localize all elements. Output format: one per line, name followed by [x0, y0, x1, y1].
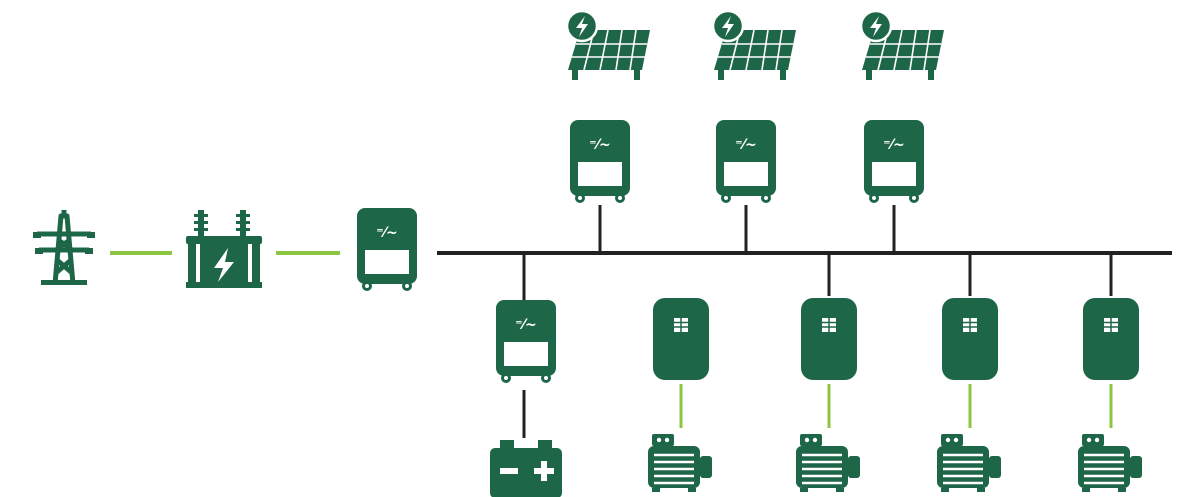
solar-panel-icon: [565, 9, 652, 82]
drive-2-icon: [800, 297, 858, 381]
motor-3-icon: [935, 432, 1003, 494]
battery-converter-icon: [496, 300, 556, 383]
pv-converter-2-icon: [716, 120, 776, 203]
transmission-tower-icon: [33, 210, 95, 285]
pv-converter-3-icon: [864, 120, 924, 203]
grid-converter-icon: [357, 208, 417, 291]
motor-1-icon: [646, 432, 714, 494]
solar-panel-icon: [859, 9, 946, 82]
motor-2-icon: [794, 432, 862, 494]
transformer-icon: [186, 210, 262, 288]
drive-1-icon: [652, 297, 710, 381]
pv-converter-1-icon: [570, 120, 630, 203]
motor-4-icon: [1076, 432, 1144, 494]
drive-3-icon: [941, 297, 999, 381]
solar-panel-icon: [711, 9, 798, 82]
battery-icon: [490, 440, 562, 497]
drive-4-icon: [1082, 297, 1140, 381]
